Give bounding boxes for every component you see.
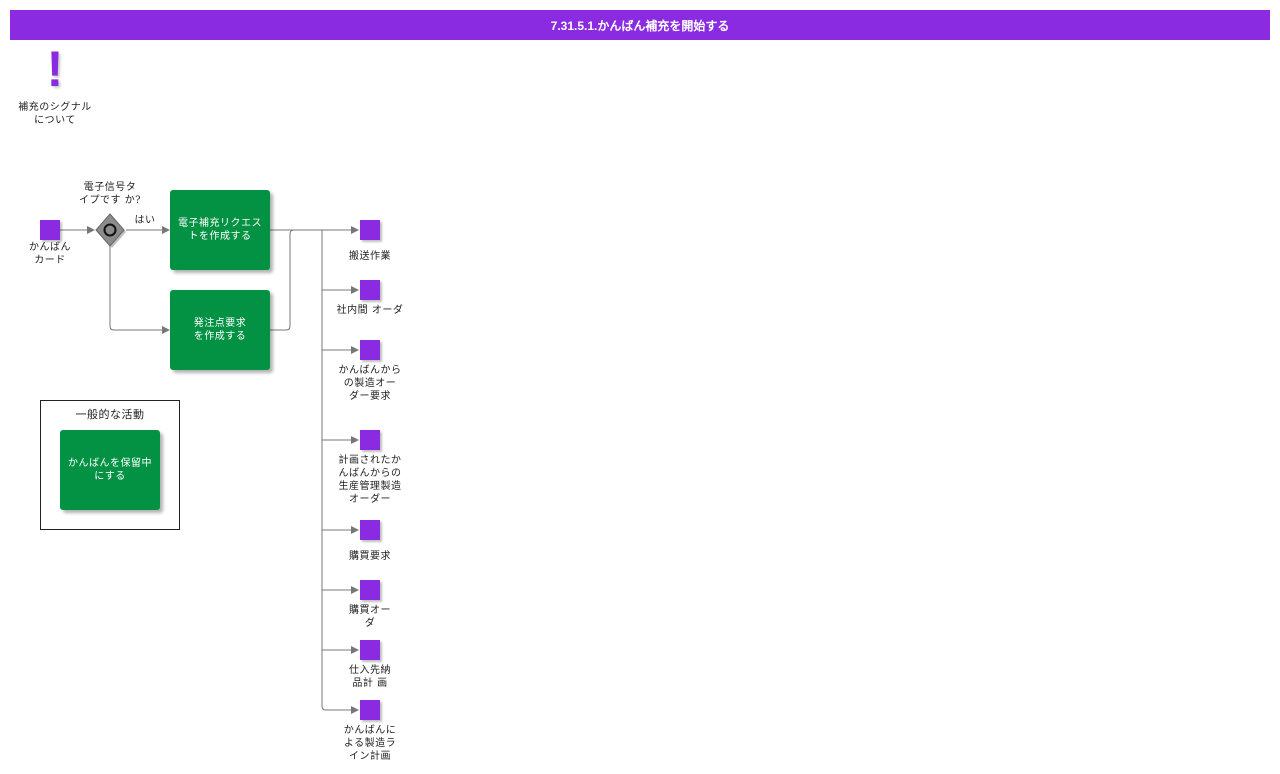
- group-title: 一般的な活動: [75, 408, 145, 421]
- output-intercompany-order[interactable]: [360, 280, 380, 300]
- output-label: 社内間 オーダ: [336, 305, 404, 316]
- output-label: 搬送作業: [349, 251, 391, 262]
- output-transfer-job[interactable]: [360, 220, 380, 240]
- output-kanban-line-schedule[interactable]: [360, 700, 380, 720]
- exclamation-icon[interactable]: !: [46, 41, 64, 97]
- output-label: かんばんから の製造オー ダー要求: [338, 365, 402, 402]
- annotation-label: 補充のシグナル について: [18, 102, 92, 126]
- output-label: 仕入先納 品計 画: [349, 665, 391, 689]
- task-create-electronic-request[interactable]: 電子補充リクエス トを作成する: [170, 190, 270, 270]
- output-label: 購買要求: [349, 551, 391, 562]
- output-label: 計画されたか んばんからの 生産管理製造 オーダー: [338, 455, 402, 505]
- output-kanban-production-order-request[interactable]: [360, 340, 380, 360]
- general-activities-group: [40, 400, 180, 530]
- start-event-label: かんばん カード: [29, 242, 71, 266]
- output-label: 購買オー ダ: [349, 605, 391, 629]
- task-hold-kanban[interactable]: かんばんを保留中 にする: [60, 430, 160, 510]
- page-title: 7.31.5.1.かんばん補充を開始する: [10, 10, 1270, 40]
- flow-gateway-reorder: [109, 246, 170, 334]
- output-planned-kanban-production-order[interactable]: [360, 430, 380, 450]
- start-event-kanban-card[interactable]: [40, 220, 60, 240]
- flow-reorder-bus: [270, 229, 295, 331]
- output-purchase-requisition[interactable]: [360, 520, 380, 540]
- task-create-reorder-request[interactable]: 発注点要求 を作成する: [170, 290, 270, 370]
- gateway-diamond: [95, 213, 126, 248]
- output-label: かんばんに よる製造ラ イン計画: [343, 725, 397, 762]
- output-vendor-delivery-schedule[interactable]: [360, 640, 380, 660]
- gateway-question-label: 電子信号タ イプです か?: [78, 182, 142, 206]
- gateway-yes-label: はい: [134, 215, 156, 226]
- output-purchase-order[interactable]: [360, 580, 380, 600]
